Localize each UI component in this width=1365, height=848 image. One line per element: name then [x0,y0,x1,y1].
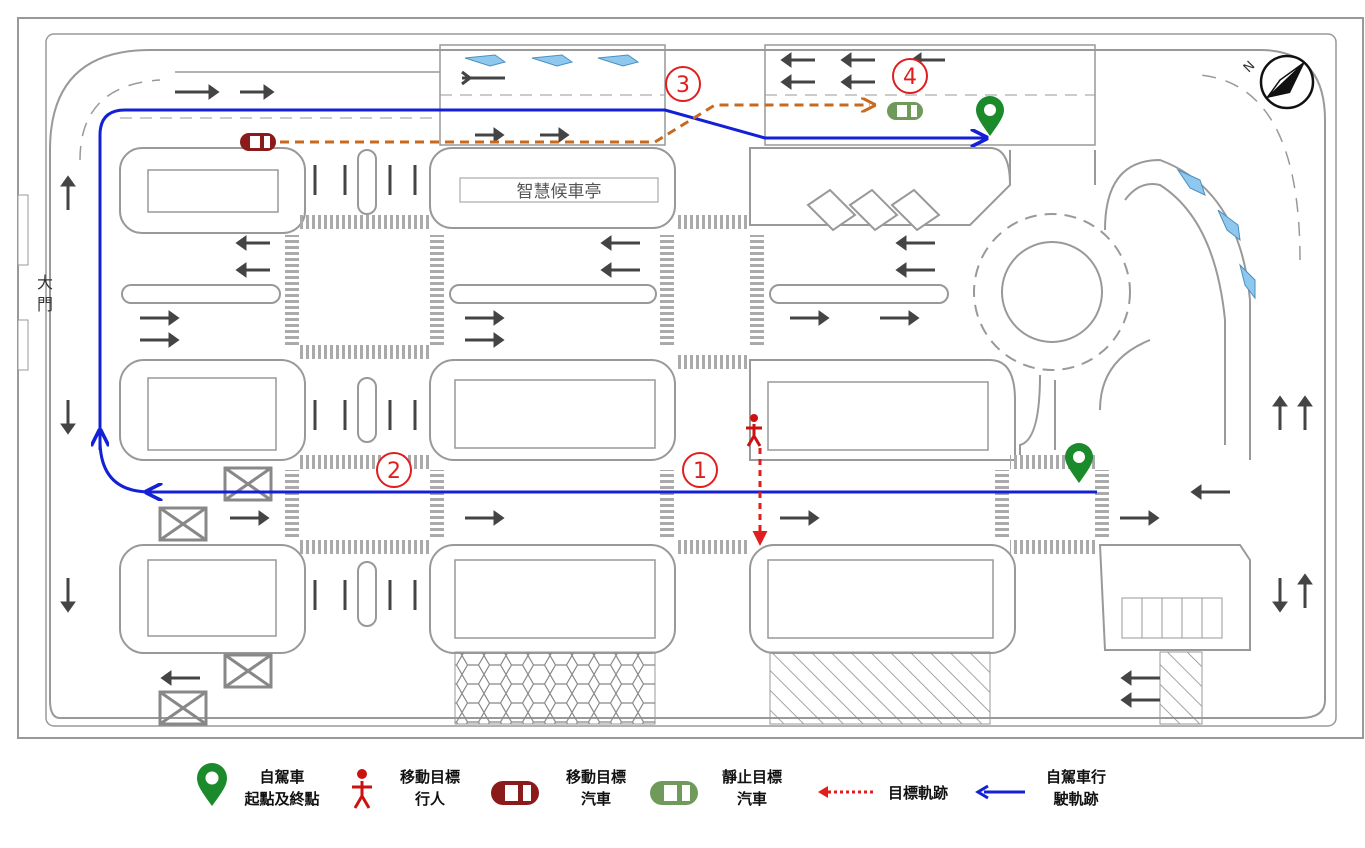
gate-label-1: 大門 [37,273,53,314]
stationary-car-icon [887,102,923,120]
legend-pin-icon [197,763,227,806]
legend-moving-car-icon [491,781,539,805]
x-boxes [158,466,273,726]
scenario-marker-4: 4 [892,58,928,94]
diagonal-parking [806,188,941,232]
legend-item-2-line1: 移動目標 [400,768,460,786]
north-compass: N [1241,54,1315,110]
scenario-marker-2: 2 [376,452,412,488]
crosswalks [285,215,1109,554]
scenario-marker-2-label: 2 [387,459,401,484]
scenario-marker-3-label: 3 [676,73,690,98]
smart-bus-pavilion: 智慧候車亭 [459,177,659,203]
av-end-pin-icon [1065,443,1093,483]
legend-item-4-line2: 汽車 [737,790,767,808]
legend-item-3-line1: 移動目標 [566,768,626,786]
legend-stationary-car-icon [650,781,698,805]
medians [121,149,949,627]
legend-dotted-arrow-icon [818,786,873,798]
special-surfaces [454,597,1223,725]
scenario-marker-1-label: 1 [693,459,707,484]
main-gate: 大門 [17,194,53,371]
block-row-3 [119,544,1251,654]
scenario-marker-1: 1 [682,452,718,488]
legend-item-5-line1: 目標軌跡 [888,784,948,802]
moving-car-icon [240,133,276,151]
scenario-marker-4-label: 4 [903,65,917,90]
legend: 自駕車 起點及終點 移動目標 行人 移動目標 汽車 靜止目標 汽車 [197,763,1106,809]
legend-item-6-line1: 自駕車行 [1046,768,1106,786]
roundabout [973,150,1251,460]
legend-blue-arrow-icon [975,784,1025,800]
av-track [100,108,1097,492]
blue-road-marks [464,54,1256,300]
pedestrian-icon [746,414,762,447]
legend-item-1-line2: 起點及終點 [243,790,319,808]
lane-arrows [60,52,1313,708]
av-start-pin-icon [976,96,1004,136]
moving-car-track [280,105,870,144]
legend-item-3-line2: 汽車 [581,790,611,808]
pavilion-label: 智慧候車亭 [517,182,602,202]
legend-item-4-line1: 靜止目標 [722,768,782,786]
scenario-marker-3: 3 [665,66,701,102]
legend-item-2-line2: 行人 [414,790,446,808]
legend-pedestrian-icon [352,769,372,809]
legend-item-1-line1: 自駕車 [259,768,304,786]
block-row-2 [119,359,1016,461]
legend-item-6-line2: 駛軌跡 [1053,790,1098,808]
top-lanes [120,44,1096,146]
